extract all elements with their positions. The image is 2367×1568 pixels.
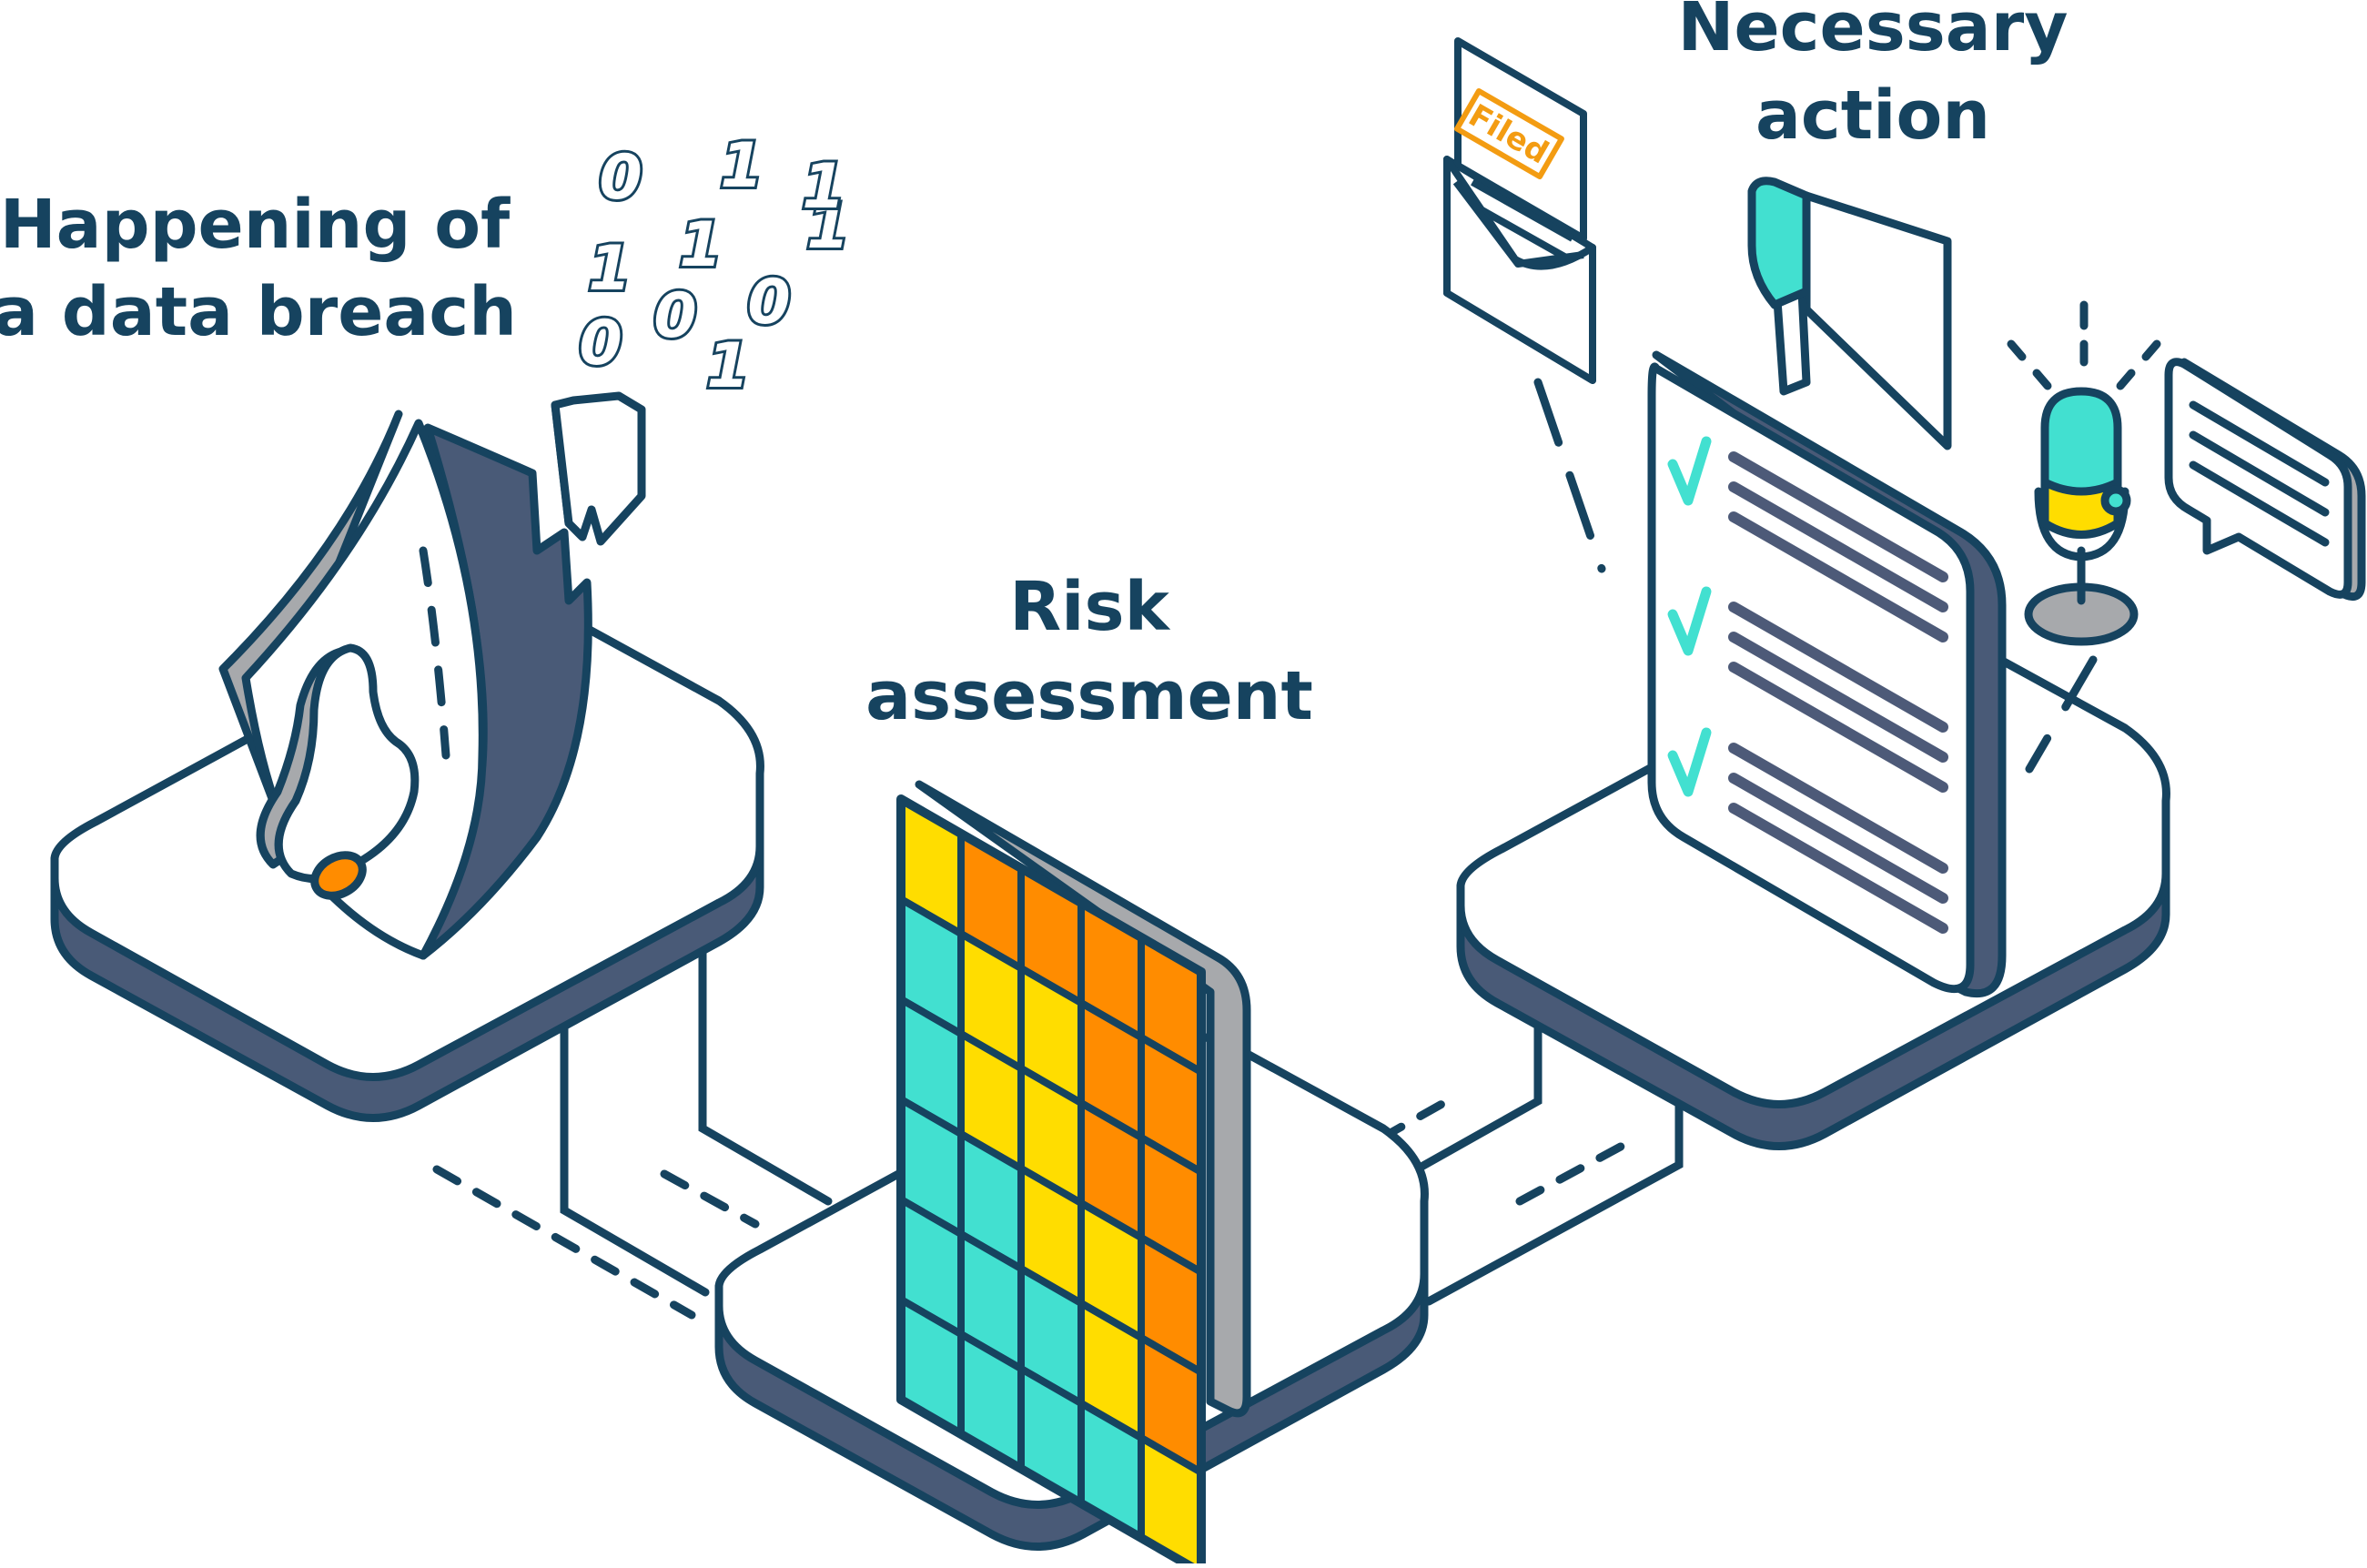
mic-signal-dashes — [2007, 300, 2161, 390]
filed-doc-line-1 — [1471, 178, 1574, 242]
lock-keyhole — [310, 851, 367, 900]
breach-shield-illustration — [218, 391, 646, 960]
binary-digit: 0 — [599, 142, 642, 214]
binary-digit: 1 — [806, 191, 849, 263]
connector-dash-left-a — [432, 1165, 696, 1320]
flag-pole-top — [1747, 177, 1811, 309]
binary-digit: 0 — [579, 308, 622, 379]
checklist-line — [1728, 451, 1948, 582]
connector-left-a — [560, 960, 710, 1297]
speech-line-3 — [2189, 460, 2330, 547]
checklist-line — [1728, 632, 1948, 763]
binary-digit: 1 — [588, 233, 631, 305]
checklist-line — [1728, 773, 1948, 904]
label-risk-line-1: Risk — [1009, 568, 1170, 646]
risk-cell-yellow — [1138, 1434, 1205, 1568]
binary-digit: 1 — [720, 130, 763, 202]
binary-digit: 1 — [706, 330, 749, 402]
matrix-cells — [896, 794, 1206, 1568]
checklist-items — [1667, 436, 1948, 934]
binary-digit: 1 — [802, 151, 845, 223]
label-breach-line-2: a data breach — [0, 273, 517, 351]
checklist-line — [1728, 743, 1948, 874]
flag-illustration — [1747, 177, 1952, 450]
binary-digit: 0 — [653, 280, 696, 352]
checklist-line — [1728, 803, 1948, 934]
label-action-line-1: Necessary — [1678, 0, 2069, 66]
mic-dashed-link — [2025, 655, 2098, 774]
speech-bubble-illustration — [2164, 358, 2366, 602]
envelope-flap-line — [1452, 179, 1584, 268]
connector-right-b — [1424, 1087, 1684, 1306]
connector-dash-right-b — [1515, 1138, 1634, 1206]
binary-digit: 0 — [747, 267, 790, 339]
connector-dash-right-a — [1297, 1097, 1452, 1188]
mic-head-yellow — [2040, 478, 2122, 539]
shield-shard — [551, 391, 646, 546]
check-mark-icon — [1667, 727, 1712, 797]
envelope-dashed-link — [1533, 378, 1606, 573]
binary-digit: 1 — [679, 209, 722, 281]
speech-line-1 — [2189, 400, 2330, 487]
label-risk-line-2: assessment — [865, 657, 1313, 735]
microphone-illustration — [2007, 300, 2161, 646]
matrix-back-edge — [915, 780, 1251, 1418]
connector-dash-left-b — [660, 1169, 760, 1229]
filed-doc-line-2 — [1471, 201, 1574, 265]
risk-matrix-board — [896, 780, 1251, 1568]
envelope-illustration: Filed — [1443, 37, 1596, 384]
label-action-line-2: action — [1755, 76, 1990, 155]
checklist-line — [1728, 662, 1948, 793]
connector-lines — [432, 942, 1684, 1320]
speech-line-2 — [2189, 430, 2330, 517]
risk-matrix-frame — [896, 794, 1206, 1568]
label-breach-line-1: Happening of — [0, 186, 511, 264]
checklist-line — [1728, 602, 1948, 733]
checklist-line — [1728, 511, 1948, 642]
mic-knob — [2100, 485, 2131, 516]
mic-head-teal — [2040, 387, 2122, 496]
shield-dashed-seam — [419, 546, 450, 760]
connector-left-b — [698, 942, 833, 1206]
flag-banner — [1802, 191, 1952, 450]
check-mark-icon — [1667, 586, 1712, 656]
checklist-line — [1728, 481, 1948, 612]
check-mark-icon — [1667, 436, 1712, 506]
lock-body — [274, 643, 420, 884]
